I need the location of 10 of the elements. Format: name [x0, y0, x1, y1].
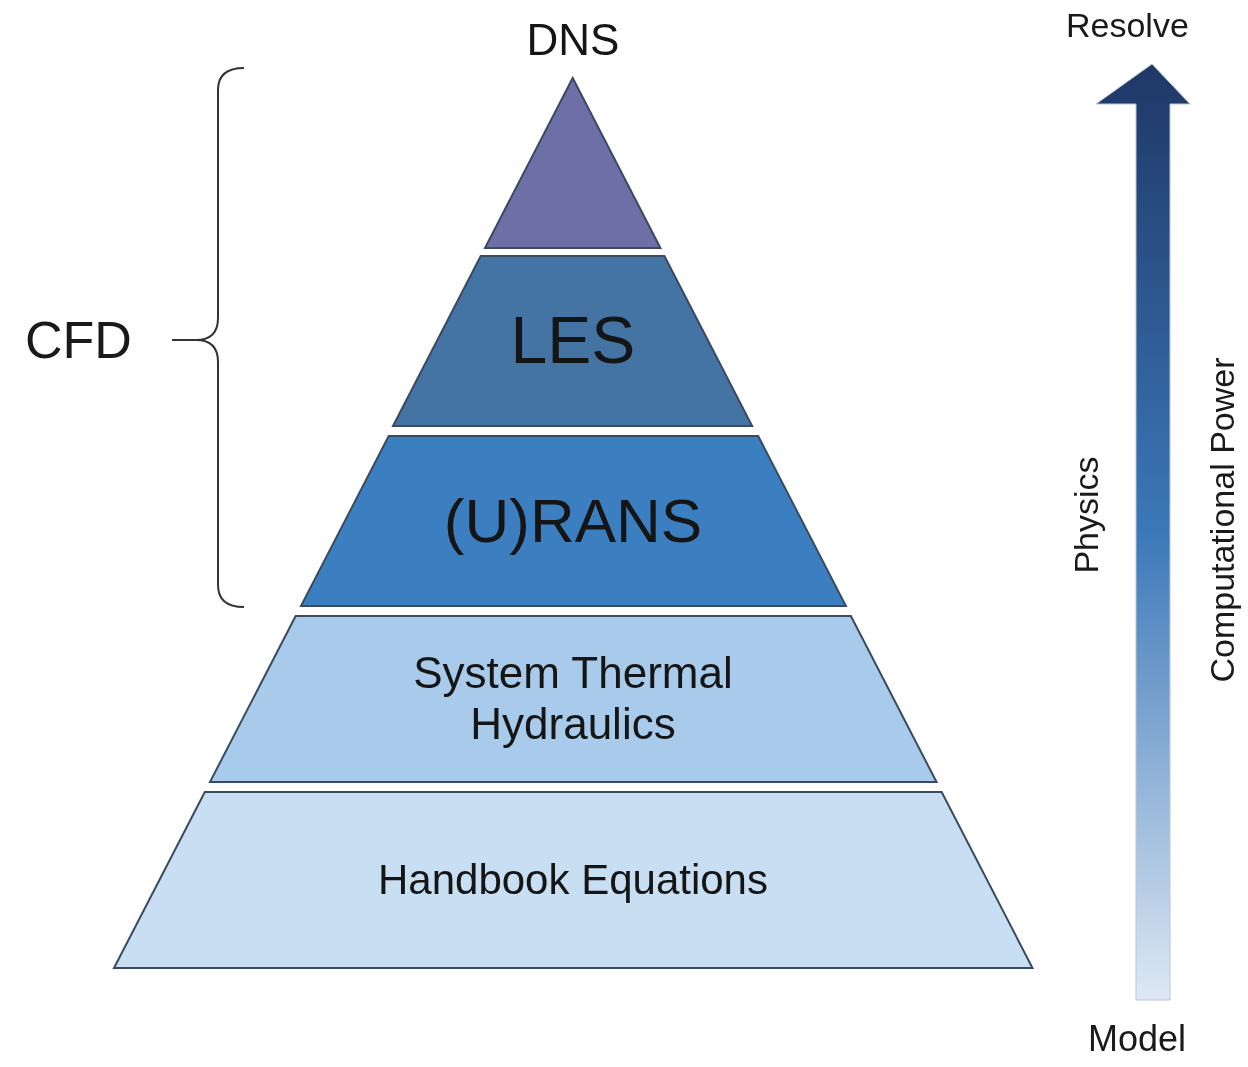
tier-label: LES	[509, 303, 637, 379]
tier-label: Handbook Equations	[377, 855, 769, 905]
axis-label: Model	[1088, 1018, 1187, 1060]
tier-label: DNS	[525, 14, 621, 66]
axis-label: CFD	[25, 310, 132, 370]
tier-label: (U)RANS	[442, 485, 704, 557]
axis-label: Computational Power	[1202, 357, 1242, 683]
axis-label: Resolve	[1066, 6, 1189, 45]
tier-label: System Thermal Hydraulics	[412, 648, 734, 750]
axis-label: Physics	[1066, 456, 1106, 574]
